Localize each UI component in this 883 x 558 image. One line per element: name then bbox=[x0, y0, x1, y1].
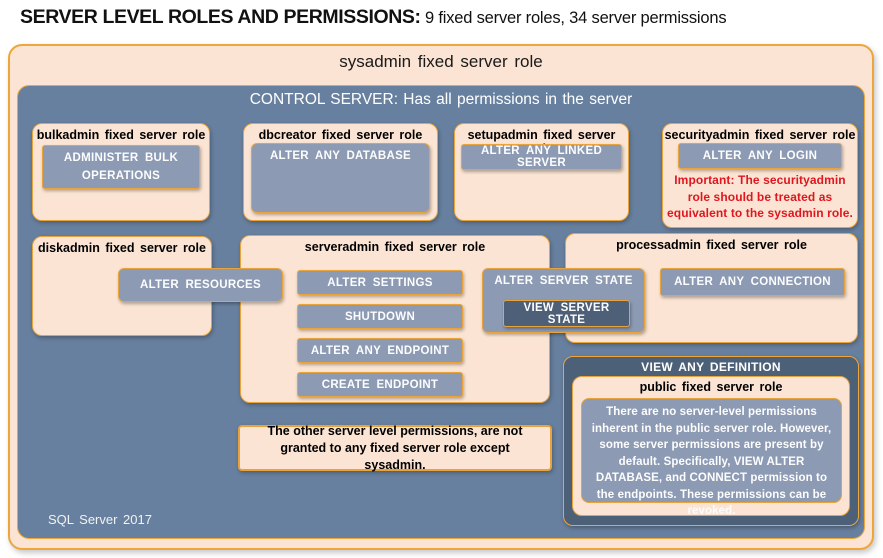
permission-alter-resources: ALTER RESOURCES bbox=[118, 268, 283, 302]
dbcreator-role-title: dbcreator fixed server role bbox=[258, 128, 423, 142]
securityadmin-warning-text: Important: The securityadmin role should… bbox=[667, 173, 853, 220]
processadmin-role-title: processadmin fixed server role bbox=[616, 238, 807, 252]
bulkadmin-role-title: bulkadmin fixed server role bbox=[36, 128, 206, 142]
permission-alter-any-linked-server: ALTER ANY LINKED SERVER bbox=[461, 144, 622, 170]
securityadmin-role-box: securityadmin fixed server role bbox=[662, 123, 858, 228]
permission-administer-bulk-operations: ADMINISTER BULK OPERATIONS bbox=[42, 145, 200, 189]
page-title-main: SERVER LEVEL ROLES AND PERMISSIONS: bbox=[20, 6, 421, 28]
public-role-description: There are no server-level permissions in… bbox=[581, 398, 842, 517]
control-server-label: CONTROL SERVER: Has all permissions in t… bbox=[249, 91, 633, 108]
permission-create-endpoint: CREATE ENDPOINT bbox=[297, 372, 463, 397]
permission-alter-any-endpoint: ALTER ANY ENDPOINT bbox=[297, 338, 463, 363]
permission-alter-settings: ALTER SETTINGS bbox=[297, 270, 463, 295]
securityadmin-role-title: securityadmin fixed server role bbox=[664, 128, 856, 142]
permission-alter-server-state-label: ALTER SERVER STATE bbox=[494, 275, 633, 287]
page-title-subtitle: 9 fixed server roles, 34 server permissi… bbox=[420, 9, 727, 27]
sysadmin-role-label: sysadmin fixed server role bbox=[339, 52, 543, 71]
permission-alter-any-database-label: ALTER ANY DATABASE bbox=[269, 150, 412, 162]
permission-shutdown: SHUTDOWN bbox=[297, 304, 463, 329]
page-title: SERVER LEVEL ROLES AND PERMISSIONS: 9 fi… bbox=[20, 6, 860, 29]
other-permissions-note: The other server level permissions, are … bbox=[238, 424, 552, 472]
permission-alter-any-connection: ALTER ANY CONNECTION bbox=[660, 268, 845, 296]
setupadmin-role-box: setupadmin fixed server role bbox=[454, 123, 629, 221]
view-any-definition-label: VIEW ANY DEFINITION bbox=[641, 360, 781, 374]
public-role-title: public fixed server role bbox=[639, 380, 783, 394]
sql-server-version-label: SQL Server 2017 bbox=[48, 512, 152, 527]
diskadmin-role-title: diskadmin fixed server role bbox=[38, 241, 206, 255]
serveradmin-role-title: serveradmin fixed server role bbox=[304, 240, 486, 254]
permission-view-server-state: VIEW SERVER STATE bbox=[503, 300, 630, 327]
permission-alter-any-database: ALTER ANY DATABASE bbox=[251, 143, 430, 213]
permission-alter-any-login: ALTER ANY LOGIN bbox=[678, 143, 842, 169]
